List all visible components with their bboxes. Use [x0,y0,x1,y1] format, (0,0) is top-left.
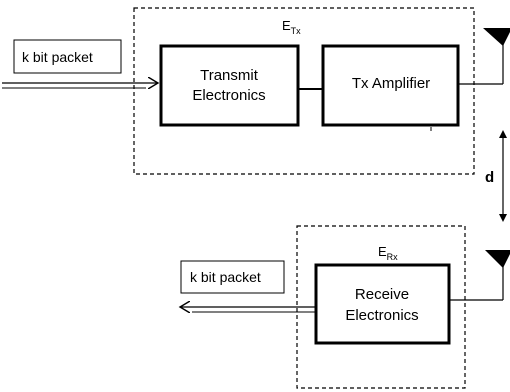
tx-antenna-icon [483,28,510,46]
rx-output-label-box [180,260,285,294]
distance-label: d [485,169,494,186]
receive-electronics-label-line2: Electronics [345,307,418,324]
transmit-electronics-label-line2: Electronics [192,87,265,104]
transmit-electronics-label-line1: Transmit [200,67,259,84]
rx-dashed-boundary [296,225,466,389]
receive-electronics-block [314,263,451,345]
tx-amplifier-block [321,44,460,127]
receive-electronics-label-line1: Receive [355,286,409,303]
rx-antenna-icon [485,250,510,268]
rx-energy-label: ERx [378,244,398,262]
transmit-electronics-block [159,44,300,127]
tx-energy-label: ETx [282,18,301,36]
tx-input-label-box [13,39,122,74]
tx-dashed-boundary [133,7,475,175]
rx-output-label: k bit packet [190,269,261,285]
tx-input-label: k bit packet [22,49,93,65]
tx-amplifier-label: Tx Amplifier [352,75,430,92]
